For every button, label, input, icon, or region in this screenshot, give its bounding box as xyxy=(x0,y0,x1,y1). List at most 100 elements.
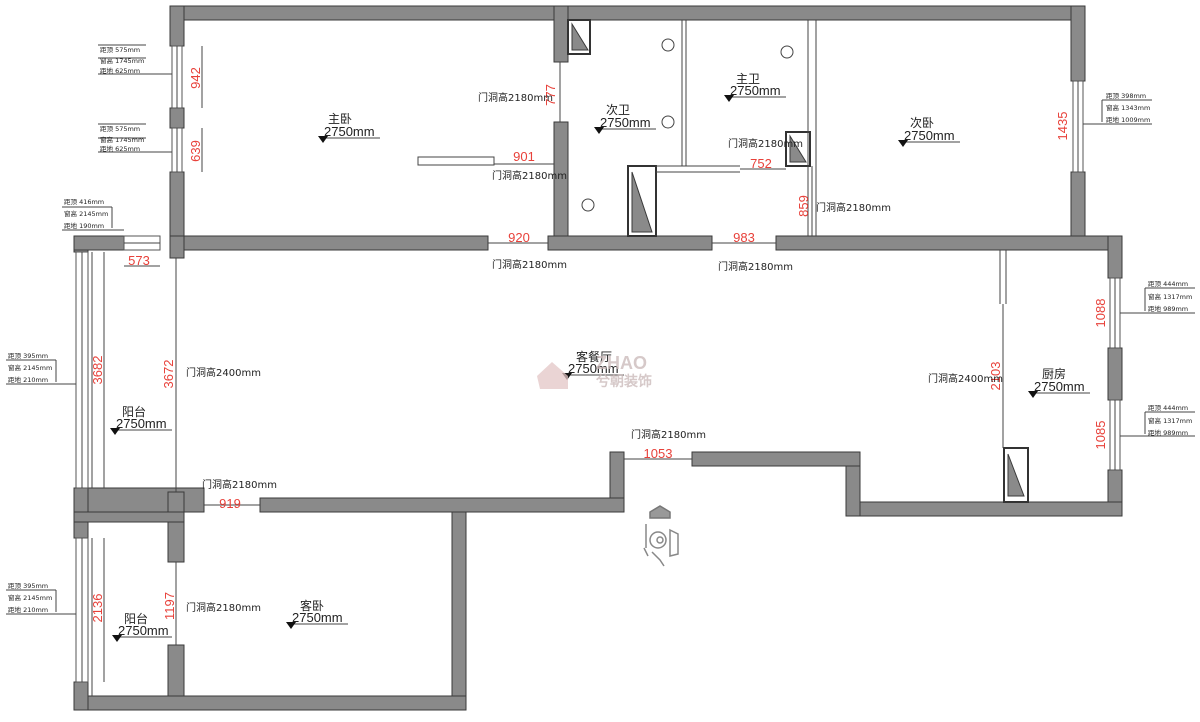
svg-text:2750mm: 2750mm xyxy=(116,416,167,431)
dim-mb-lower-door: 920 xyxy=(508,230,530,245)
dim-balcony-opening: 3672 xyxy=(161,360,176,389)
wall-balcony-top xyxy=(73,235,125,251)
svg-text:2750mm: 2750mm xyxy=(118,623,169,638)
watermark: ZHAO 兮朝装饰 xyxy=(537,353,652,389)
bath-fixture-2-fill xyxy=(789,134,807,163)
entrance-icon xyxy=(643,505,679,567)
dim-balcony-2-window: 2136 xyxy=(90,594,105,623)
wall-guest-right xyxy=(451,511,467,711)
bath-drain-2 xyxy=(661,115,675,129)
room-master-bedroom: 主卧 2750mm xyxy=(318,112,380,143)
svg-text:窗高 1343mm: 窗高 1343mm xyxy=(1106,103,1150,112)
wall-mb-left-top xyxy=(169,5,185,47)
door-note-guest-opening: 门洞高2180mm xyxy=(186,601,261,614)
svg-text:客餐厅: 客餐厅 xyxy=(576,349,612,364)
room-master-bath: 主卫 2750mm xyxy=(724,72,786,102)
wall-bath-left-bottom xyxy=(553,121,569,251)
svg-text:距顶 398mm: 距顶 398mm xyxy=(1106,92,1146,100)
watermark-latin: ZHAO xyxy=(596,353,647,373)
wall-guest-left-bottom xyxy=(73,681,89,711)
level-marker xyxy=(1028,391,1038,398)
window-spec-w4: 距顶 395mm 窗高 2145mm 距地 210mm xyxy=(6,352,76,385)
svg-text:窗高 2145mm: 窗高 2145mm xyxy=(64,209,108,218)
wall-kitchen-bottom xyxy=(845,501,1123,517)
pillar-top-left xyxy=(169,235,185,259)
windows xyxy=(75,45,1121,696)
svg-text:距地 210mm: 距地 210mm xyxy=(8,605,48,614)
svg-text:距地 989mm: 距地 989mm xyxy=(1148,304,1188,313)
dimension-labels: 942 639 901 777 752 859 1435 920 983 573… xyxy=(90,67,1108,622)
level-marker xyxy=(110,428,120,435)
svg-text:2750mm: 2750mm xyxy=(904,128,955,143)
dim-balcony-1-window: 3682 xyxy=(90,356,105,385)
room-labels: 主卧 2750mm 次卫 2750mm 主卫 2750mm 次卧 2750mm … xyxy=(110,72,1090,642)
dim-kitchen-window-top: 1088 xyxy=(1093,299,1108,328)
svg-text:主卧: 主卧 xyxy=(328,112,352,126)
room-kitchen: 厨房 2750mm xyxy=(1028,366,1090,398)
wall-kitchen-right-top xyxy=(1107,235,1123,279)
svg-text:窗高 1317mm: 窗高 1317mm xyxy=(1148,416,1192,425)
watermark-cn: 兮朝装饰 xyxy=(595,373,652,389)
room-second-bedroom: 次卧 2750mm xyxy=(898,116,960,147)
wall-kitchen-right-mid xyxy=(1107,347,1123,401)
svg-text:2750mm: 2750mm xyxy=(1034,379,1085,394)
svg-text:距地 989mm: 距地 989mm xyxy=(1148,428,1188,437)
window-spec-w3: 距顶 416mm 窗高 2145mm 距地 190mm xyxy=(62,198,124,231)
wall-mb-left-bottom xyxy=(169,171,185,243)
svg-text:距顶 416mm: 距顶 416mm xyxy=(64,198,104,206)
window-spec-w2: 距顶 575mm 窗高 1745mm 距地 625mm xyxy=(98,123,172,153)
wall-living-bottom xyxy=(259,497,625,513)
wall-mb-left-mid xyxy=(169,107,185,129)
room-second-bath: 次卫 2750mm xyxy=(594,103,656,134)
wall-mid-3 xyxy=(775,235,1123,251)
dim-mbath-door: 752 xyxy=(750,156,772,171)
door-note-mb-lower: 门洞高2180mm xyxy=(492,258,567,271)
room-balcony-2: 阳台 2750mm xyxy=(112,611,172,642)
door-note-sbath: 门洞高2180mm xyxy=(478,91,553,104)
svg-text:距地 190mm: 距地 190mm xyxy=(64,221,104,230)
svg-text:距顶 444mm: 距顶 444mm xyxy=(1148,404,1188,412)
door-note-living: 门洞高2180mm xyxy=(631,428,706,441)
svg-text:距顶 575mm: 距顶 575mm xyxy=(100,46,140,54)
door-note-guest: 门洞高2180mm xyxy=(202,478,277,491)
wall-sbed-right-top xyxy=(1070,5,1086,82)
bath-fixture-3-fill xyxy=(571,22,589,51)
dim-kitchen-window-bottom: 1085 xyxy=(1093,421,1108,450)
pillar-mid-left xyxy=(167,491,185,563)
svg-text:距顶 575mm: 距顶 575mm xyxy=(100,125,140,133)
svg-text:阳台: 阳台 xyxy=(122,404,146,419)
svg-text:2750mm: 2750mm xyxy=(568,361,619,376)
door-note-balcony: 门洞高2400mm xyxy=(186,366,261,379)
door-note-mbath: 门洞高2180mm xyxy=(728,137,803,150)
level-marker xyxy=(286,622,296,629)
svg-text:距地 1009mm: 距地 1009mm xyxy=(1106,115,1150,124)
dim-mb-door: 901 xyxy=(513,149,535,164)
thin-partitions xyxy=(175,20,1007,645)
dim-top-left-window: 573 xyxy=(128,253,150,268)
dim-living-step: 1053 xyxy=(644,446,673,461)
wall-mid-1 xyxy=(169,235,489,251)
svg-text:主卫: 主卫 xyxy=(736,72,760,86)
svg-text:2750mm: 2750mm xyxy=(600,115,651,130)
level-marker xyxy=(724,95,734,102)
bath-fan-2 xyxy=(581,198,595,212)
window-spec-w5: 距顶 395mm 窗高 2145mm 距地 210mm xyxy=(6,582,76,615)
dim-mb-window-bottom: 639 xyxy=(188,140,203,162)
svg-text:阳台: 阳台 xyxy=(124,611,148,626)
level-marker xyxy=(594,127,604,134)
wall-mid-2 xyxy=(547,235,713,251)
bath-drain-1 xyxy=(661,38,675,52)
dim-guest-door: 919 xyxy=(219,496,241,511)
wall-guest-bottom xyxy=(73,695,467,711)
wall-guest-top xyxy=(73,511,185,523)
room-guest-bedroom: 客卧 2750mm xyxy=(286,598,348,629)
bath-fixture-1-fill xyxy=(631,171,653,233)
svg-text:2750mm: 2750mm xyxy=(730,83,781,98)
wall-top xyxy=(169,5,1086,21)
window-spec-tables: 距顶 575mm 窗高 1745mm 距地 625mm 距顶 575mm 窗高 … xyxy=(6,44,1195,615)
svg-text:窗高 1317mm: 窗高 1317mm xyxy=(1148,292,1192,301)
dimension-lines xyxy=(103,46,813,682)
door-note-sbed: 门洞高2180mm xyxy=(816,201,891,214)
svg-text:距地 625mm: 距地 625mm xyxy=(100,144,140,153)
